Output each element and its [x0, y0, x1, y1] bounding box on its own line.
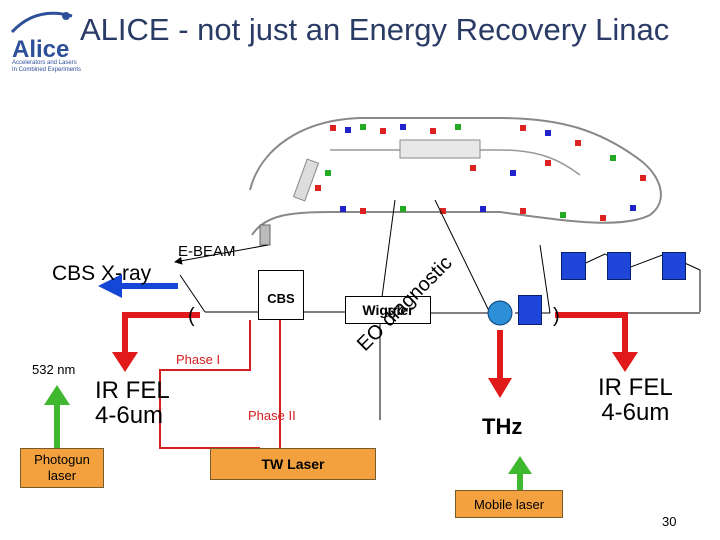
- svg-text:(: (: [188, 305, 195, 327]
- tw-laser-box: TW Laser: [210, 448, 376, 480]
- thz-label: THz: [482, 414, 523, 439]
- wiggler-box: Wiggler: [345, 296, 431, 324]
- thz-source-sphere: [487, 300, 513, 326]
- ir-fel-left-label: IR FEL 4-6um: [95, 377, 170, 429]
- alice-logo: [6, 4, 76, 84]
- lens-brackets: ( ): [188, 305, 560, 327]
- logo-word: Alice: [12, 36, 70, 63]
- phase2-label: Phase II: [248, 408, 296, 423]
- phase1-line: [159, 320, 260, 449]
- photogun-laser-box: Photogun laser: [20, 448, 104, 488]
- svg-text:): ): [553, 305, 560, 327]
- logo-swoosh-icon: [10, 11, 73, 34]
- undulator-block-2: [607, 252, 631, 280]
- undulator-block-3: [662, 252, 686, 280]
- accelerator-lattice: [249, 117, 662, 246]
- ir-fel-left-arrow: [112, 312, 200, 372]
- ir-fel-right-label: IR FEL 4-6um: [598, 374, 673, 426]
- photogun-arrow: [44, 385, 70, 448]
- cbs-xray-label: CBS X-ray: [52, 262, 152, 285]
- mobile-laser-box: Mobile laser: [455, 490, 563, 518]
- cbs-box: CBS: [258, 270, 304, 320]
- undulator-block-4: [518, 295, 542, 325]
- page-title: ALICE - not just an Energy Recovery Lina…: [80, 12, 670, 47]
- wavelength-label: 532 nm: [32, 362, 76, 377]
- mobile-laser-arrow: [508, 456, 532, 490]
- page-number: 30: [662, 514, 677, 529]
- logo-subtitle: Accelerators and Lasers In Combined Expe…: [12, 60, 82, 73]
- cbs-xray-arrow: [98, 274, 178, 298]
- phase1-label: Phase I: [176, 352, 221, 367]
- thz-arrow: [488, 330, 512, 398]
- ir-fel-right-arrow: [555, 312, 638, 372]
- ebeam-label: E-BEAM: [178, 243, 236, 260]
- undulator-block-1: [561, 252, 586, 280]
